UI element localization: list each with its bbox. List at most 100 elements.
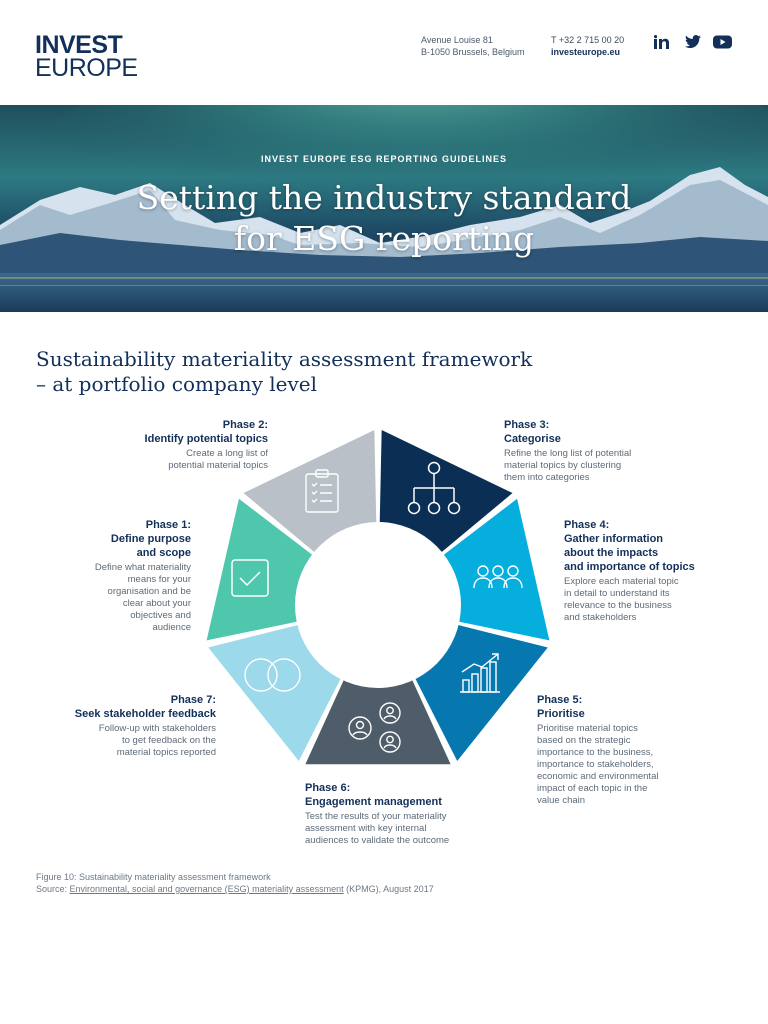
phase-6-desc-line: audiences to validate the outcome: [305, 835, 450, 846]
donut-segment-phase3: [379, 430, 513, 554]
source-link[interactable]: Environmental, social and governance (ES…: [69, 884, 344, 894]
phase-5-desc-line: economic and environmental: [537, 771, 659, 782]
phase-5-desc-line: value chain: [537, 795, 586, 806]
chat-bubbles-icon: [244, 658, 301, 692]
website-link[interactable]: investeurope.eu: [551, 47, 621, 57]
source-prefix: Source:: [36, 884, 70, 894]
phase-1-title-line: Define purpose: [110, 533, 191, 545]
phase-1-label: Phase 1: Define purpose and scope Define…: [40, 518, 191, 634]
phase-7-number: Phase 7:: [170, 694, 216, 706]
phase-3-label: Phase 3: Categorise Refine the long list…: [504, 418, 704, 484]
phase-5-desc-line: based on the strategic: [537, 735, 631, 746]
phase-3-desc-line: material topics by clustering: [504, 460, 622, 471]
phase-4-title-line: Gather information: [564, 533, 664, 545]
people-group-icon: [473, 565, 523, 589]
phase-6-number: Phase 6:: [305, 782, 351, 794]
phase-7-title: Seek stakeholder feedback: [74, 708, 216, 720]
phase-7-label: Phase 7: Seek stakeholder feedback Follo…: [20, 693, 216, 759]
phase-5-desc-line: impact of each topic in the: [537, 783, 648, 794]
invest-europe-logo[interactable]: INVEST EUROPE: [35, 33, 138, 81]
phase-7-desc-line: to get feedback on the: [121, 735, 216, 746]
section-title-line-1: Sustainability materiality assessment fr…: [36, 347, 533, 371]
figure-caption: Figure 10: Sustainability materiality as…: [36, 871, 434, 895]
phase-2-desc-line: Create a long list of: [186, 448, 268, 459]
phase-7-description: Follow-up with stakeholders to get feedb…: [20, 723, 216, 759]
hierarchy-icon: [407, 461, 461, 515]
phase-1-desc-line: audience: [152, 622, 191, 633]
phase-1-description: Define what materiality means for your o…: [40, 562, 191, 634]
phase-1-title-line: and scope: [136, 547, 191, 559]
hero-title-line-1: Setting the industry standard: [136, 178, 632, 217]
phase-4-desc-line: relevance to the business: [564, 600, 672, 611]
figure-source: Source: Environmental, social and govern…: [36, 883, 434, 895]
donut-segment-phase7: [208, 624, 342, 762]
phase-2-label: Phase 2: Identify potential topics Creat…: [60, 418, 268, 472]
donut-segment-phase1: [206, 498, 315, 641]
phase-4-desc-line: and stakeholders: [564, 612, 637, 623]
phase-1-desc-line: clear about your: [122, 598, 191, 609]
growth-chart-icon: [460, 653, 500, 693]
clipboard-list-icon: [305, 469, 339, 513]
donut-hole: [295, 522, 461, 688]
phase-6-label: Phase 6: Engagement management Test the …: [305, 781, 525, 847]
twitter-icon[interactable]: [685, 35, 701, 49]
phase-2-desc-line: potential material topics: [168, 460, 268, 471]
phase-7-desc-line: Follow-up with stakeholders: [98, 723, 216, 734]
hero-title-line-2: for ESG reporting: [233, 219, 535, 258]
linkedin-icon[interactable]: [654, 35, 669, 49]
phase-5-desc-line: importance to the business,: [537, 747, 654, 758]
phase-3-number: Phase 3:: [504, 419, 550, 431]
phase-3-title: Categorise: [504, 433, 561, 445]
phase-6-desc-line: assessment with key internal: [305, 823, 427, 834]
hero-banner: [0, 105, 768, 312]
phase-4-title-line: about the impacts: [564, 547, 659, 559]
donut-segment-phase4: [441, 498, 550, 641]
phase-5-description: Prioritise material topics based on the …: [537, 723, 737, 807]
phase-4-desc-line: in detail to understand its: [564, 588, 670, 599]
phase-3-desc-line: them into categories: [504, 472, 590, 483]
phase-5-label: Phase 5: Prioritise Prioritise material …: [537, 693, 737, 807]
address-block: Avenue Louise 81 B-1050 Brussels, Belgiu…: [421, 34, 525, 58]
phase-2-description: Create a long list of potential material…: [60, 448, 268, 472]
materiality-donut-diagram: [206, 430, 550, 765]
address-line-1: Avenue Louise 81: [421, 35, 493, 45]
phase-4-number: Phase 4:: [564, 519, 610, 531]
logo-line-2: EUROPE: [35, 54, 138, 82]
donut-segment-phase6: [305, 677, 451, 765]
phase-1-number: Phase 1:: [145, 519, 191, 531]
users-network-icon: [348, 702, 401, 753]
phase-5-number: Phase 5:: [537, 694, 583, 706]
phase-1-desc-line: Define what materiality: [94, 562, 191, 573]
section-title: Sustainability materiality assessment fr…: [36, 347, 532, 397]
donut-segment-phase2: [243, 430, 377, 554]
phase-6-description: Test the results of your materiality ass…: [305, 811, 525, 847]
phase-3-desc-line: Refine the long list of potential: [504, 448, 632, 459]
donut-segment-phase5: [414, 624, 548, 762]
phase-5-title: Prioritise: [537, 708, 585, 720]
phase-4-description: Explore each material topic in detail to…: [564, 576, 754, 624]
phase-4-desc-line: Explore each material topic: [564, 576, 679, 587]
section-title-line-2: – at portfolio company level: [36, 372, 317, 396]
phase-5-desc-line: Prioritise material topics: [537, 723, 638, 734]
figure-title: Figure 10: Sustainability materiality as…: [36, 872, 271, 882]
hero-title: Setting the industry standard for ESG re…: [0, 177, 768, 259]
phase-2-title: Identify potential topics: [144, 433, 268, 445]
phase-3-description: Refine the long list of potential materi…: [504, 448, 704, 484]
hero-landscape-image: [0, 105, 768, 312]
checkbox-icon: [231, 559, 269, 597]
phase-5-desc-line: importance to stakeholders,: [537, 759, 654, 770]
phase-7-desc-line: material topics reported: [116, 747, 216, 758]
phase-4-label: Phase 4: Gather information about the im…: [564, 518, 754, 624]
phase-1-desc-line: means for your: [127, 574, 191, 585]
phase-2-number: Phase 2:: [222, 419, 268, 431]
address-line-2: B-1050 Brussels, Belgium: [421, 47, 525, 57]
phase-6-desc-line: Test the results of your materiality: [305, 811, 447, 822]
phase-6-title: Engagement management: [305, 796, 442, 808]
contact-block: T +32 2 715 00 20 investeurope.eu: [551, 34, 624, 58]
hero-kicker: INVEST EUROPE ESG REPORTING GUIDELINES: [260, 154, 508, 164]
phase-1-desc-line: organisation and be: [107, 586, 191, 597]
phase-1-desc-line: objectives and: [130, 610, 191, 621]
logo-line-1: INVEST: [35, 31, 123, 59]
source-suffix: (KPMG), August 2017: [343, 884, 434, 894]
youtube-icon[interactable]: [713, 35, 732, 49]
